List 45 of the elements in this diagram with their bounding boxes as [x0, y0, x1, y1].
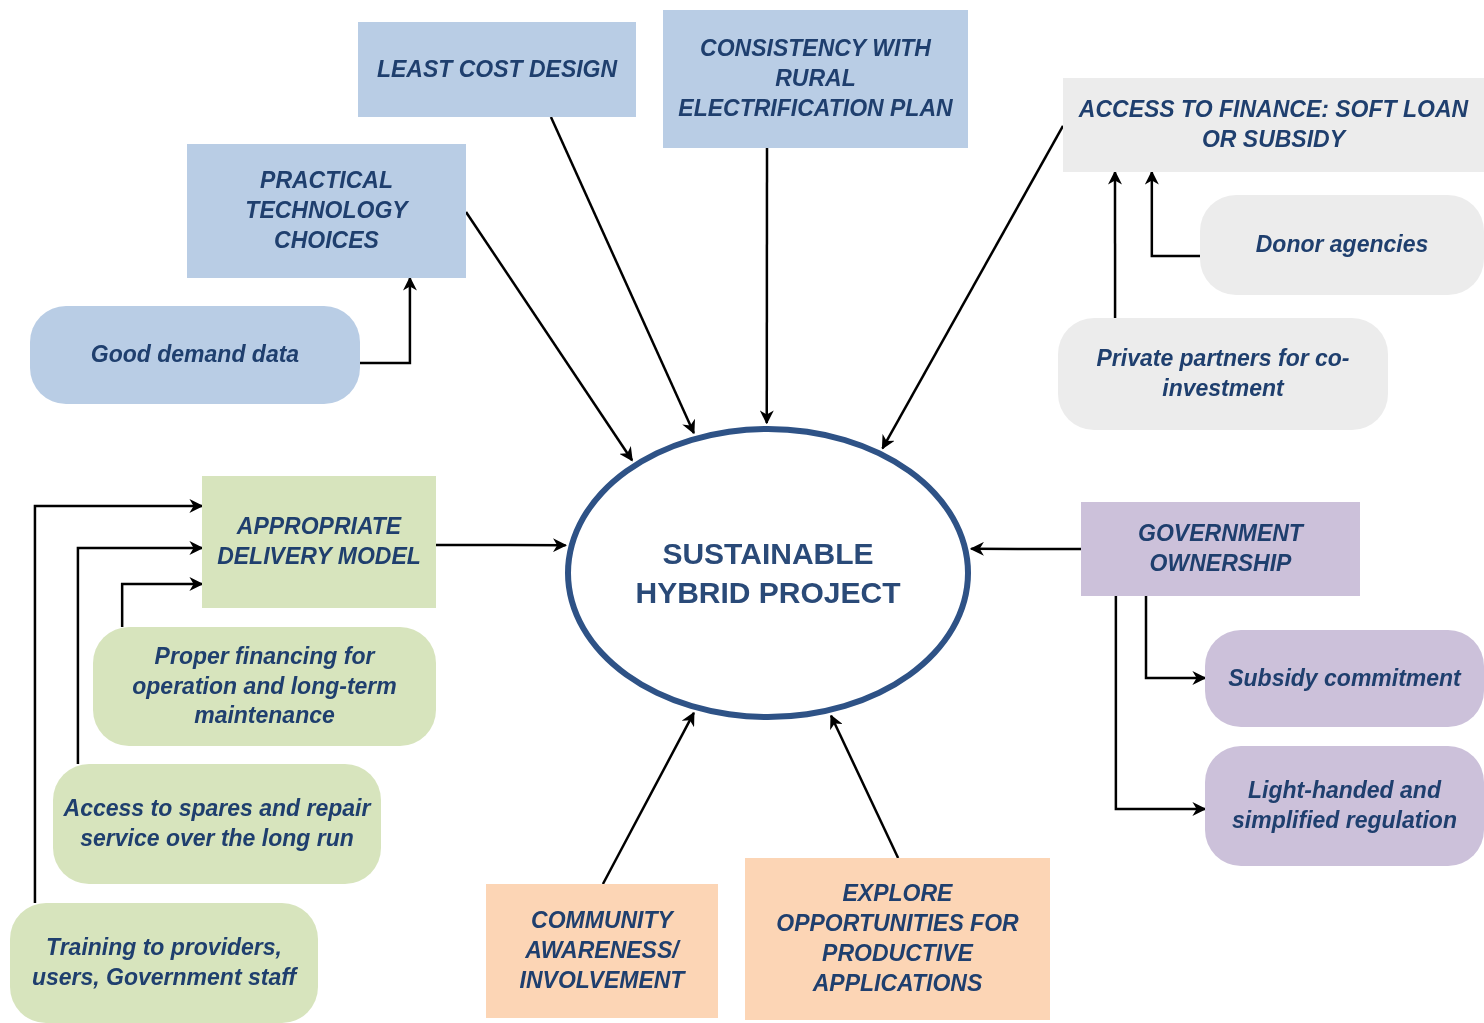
arrow — [1144, 170, 1200, 258]
rounded-box — [10, 903, 318, 1023]
box-label: Good demand data — [90, 340, 300, 370]
process-box — [486, 884, 718, 1018]
arrow — [1114, 596, 1207, 816]
box-label: CONSISTENCY WITH RURAL ELECTRIFICATION PLAN — [677, 34, 954, 123]
arrow — [360, 276, 417, 365]
box-label: Subsidy commitment — [1228, 663, 1461, 693]
box-label: Donor agencies — [1255, 230, 1429, 260]
box-label: EXPLORE OPPORTUNITIES FOR PRODUCTIVE APPLICATIONS — [775, 879, 1020, 998]
process-box — [202, 476, 436, 608]
process-box — [187, 144, 466, 278]
process-box — [1081, 502, 1360, 596]
arrow — [969, 541, 1081, 556]
arrow — [33, 498, 204, 903]
box-label: Proper financing for operation and long-term maintenance — [131, 641, 398, 731]
box-label: Training to providers, users, Government staff — [30, 933, 299, 992]
rounded-box — [1200, 195, 1484, 295]
box-label: Light-handed and simplified regulation — [1231, 776, 1458, 835]
box-label: Private partners for co-investment — [1095, 344, 1351, 403]
arrow — [759, 148, 774, 425]
arrow — [1108, 170, 1122, 318]
box-label: LEAST COST DESIGN — [376, 54, 618, 84]
rounded-box — [53, 764, 381, 884]
arrow — [76, 540, 204, 764]
arrow — [881, 125, 1065, 450]
rounded-box — [1205, 630, 1484, 727]
box-label: APPROPRIATE DELIVERY MODEL — [216, 512, 422, 571]
box-label: PRACTICAL TECHNOLOGY CHOICES — [244, 166, 410, 255]
rounded-box — [93, 627, 436, 746]
box-label: COMMUNITY AWARENESS/ INVOLVEMENT — [518, 906, 687, 995]
process-box — [663, 10, 968, 148]
box-label: Access to spares and repair service over the long run — [63, 794, 371, 853]
box-label: ACCESS TO FINANCE: SOFT LOAN OR SUBSIDY — [1077, 95, 1470, 154]
process-box — [1063, 78, 1484, 172]
arrow — [1144, 596, 1207, 685]
box-label: GOVERNMENT OWNERSHIP — [1137, 519, 1306, 578]
process-box — [358, 22, 636, 117]
process-box — [745, 858, 1050, 1020]
rounded-box — [30, 306, 360, 404]
rounded-box — [1058, 318, 1388, 430]
arrow — [120, 577, 204, 627]
arrow — [436, 538, 567, 553]
rounded-box — [1205, 746, 1484, 866]
center-label: SUSTAINABLE HYBRID PROJECT — [634, 536, 902, 611]
